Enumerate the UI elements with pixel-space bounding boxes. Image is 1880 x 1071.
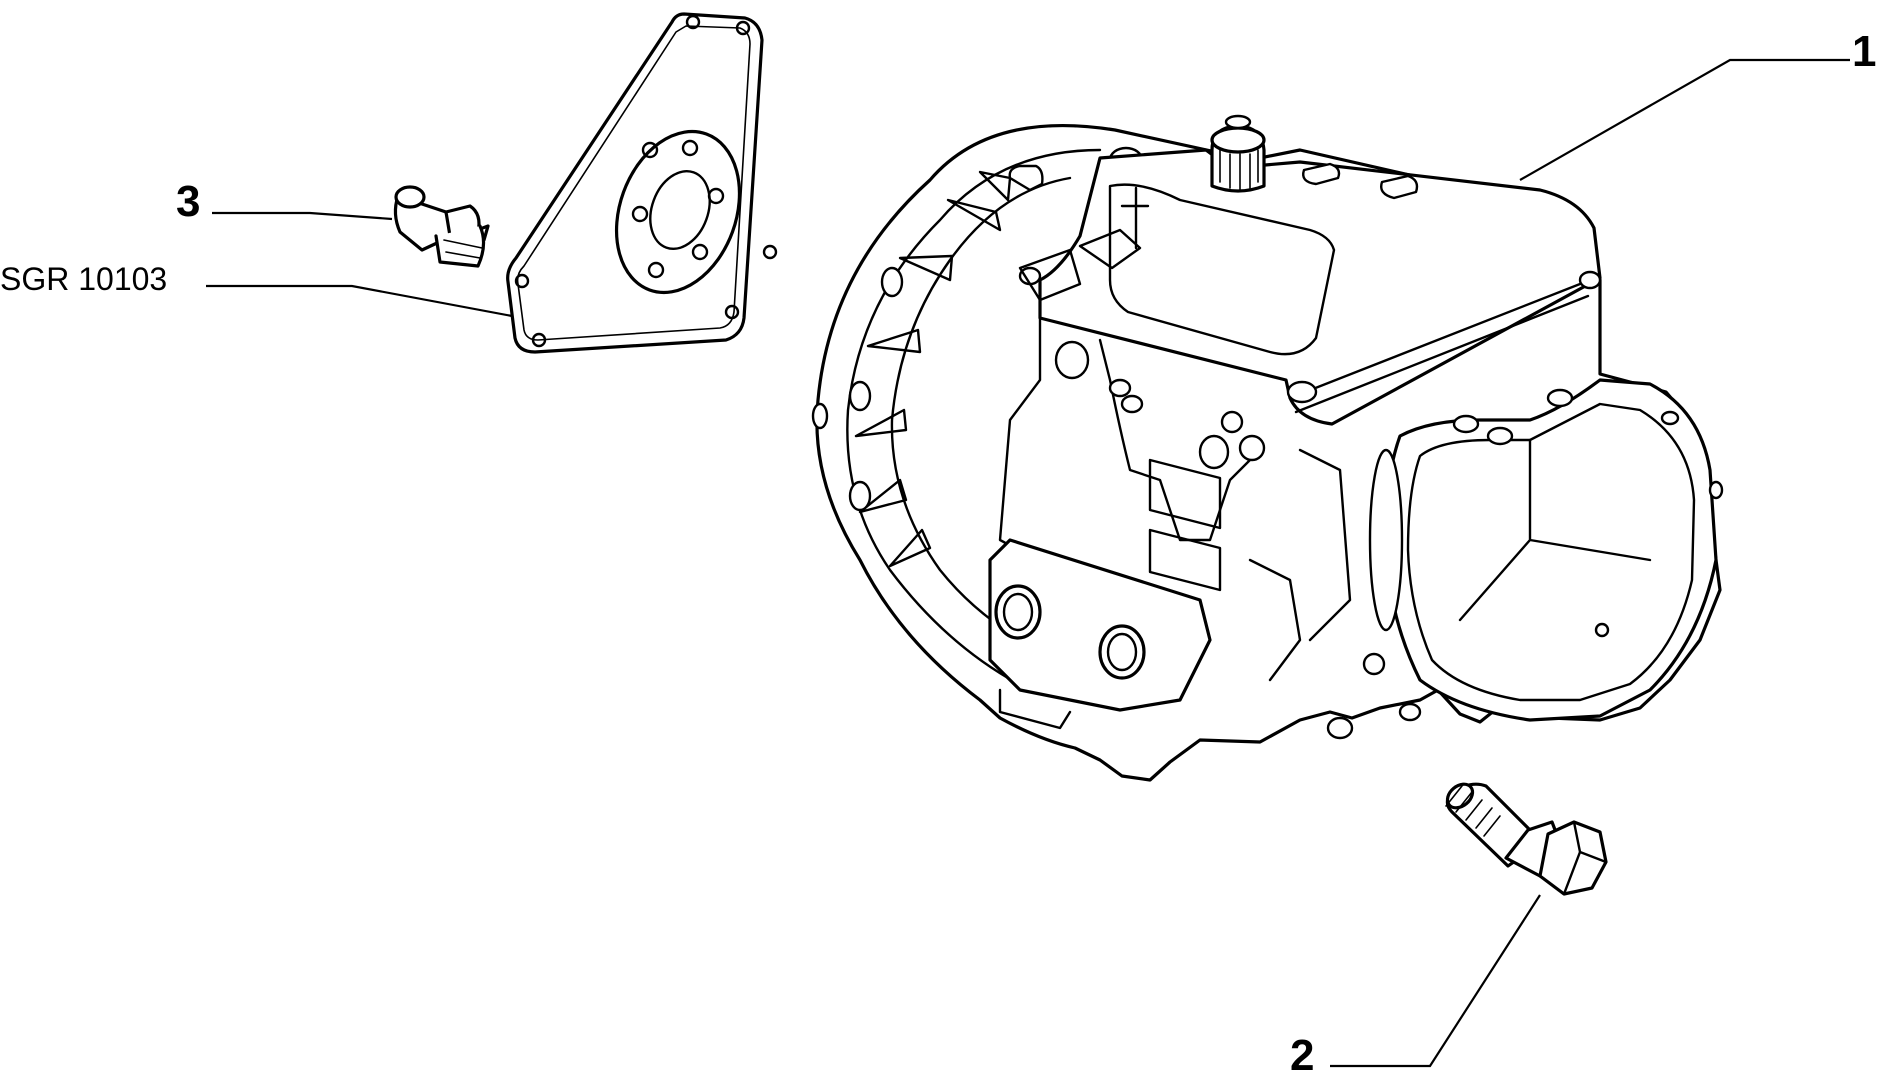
flange-bolt-icon: [1445, 782, 1608, 896]
gearbox-assembly-icon: [811, 114, 1724, 782]
callout-label-sgr: SGR 10103: [0, 261, 167, 297]
triangular-plate-icon: [506, 12, 778, 354]
callout-label-1: 1: [1852, 27, 1876, 76]
callout-1: 1: [1519, 27, 1876, 181]
callout-2: 2: [1290, 894, 1541, 1071]
stud-pin-icon: [393, 185, 490, 268]
callout-label-3: 3: [176, 177, 200, 226]
callout-3: 3: [176, 177, 393, 226]
callout-label-2: 2: [1290, 1031, 1314, 1071]
callout-sgr: SGR 10103: [0, 261, 513, 318]
